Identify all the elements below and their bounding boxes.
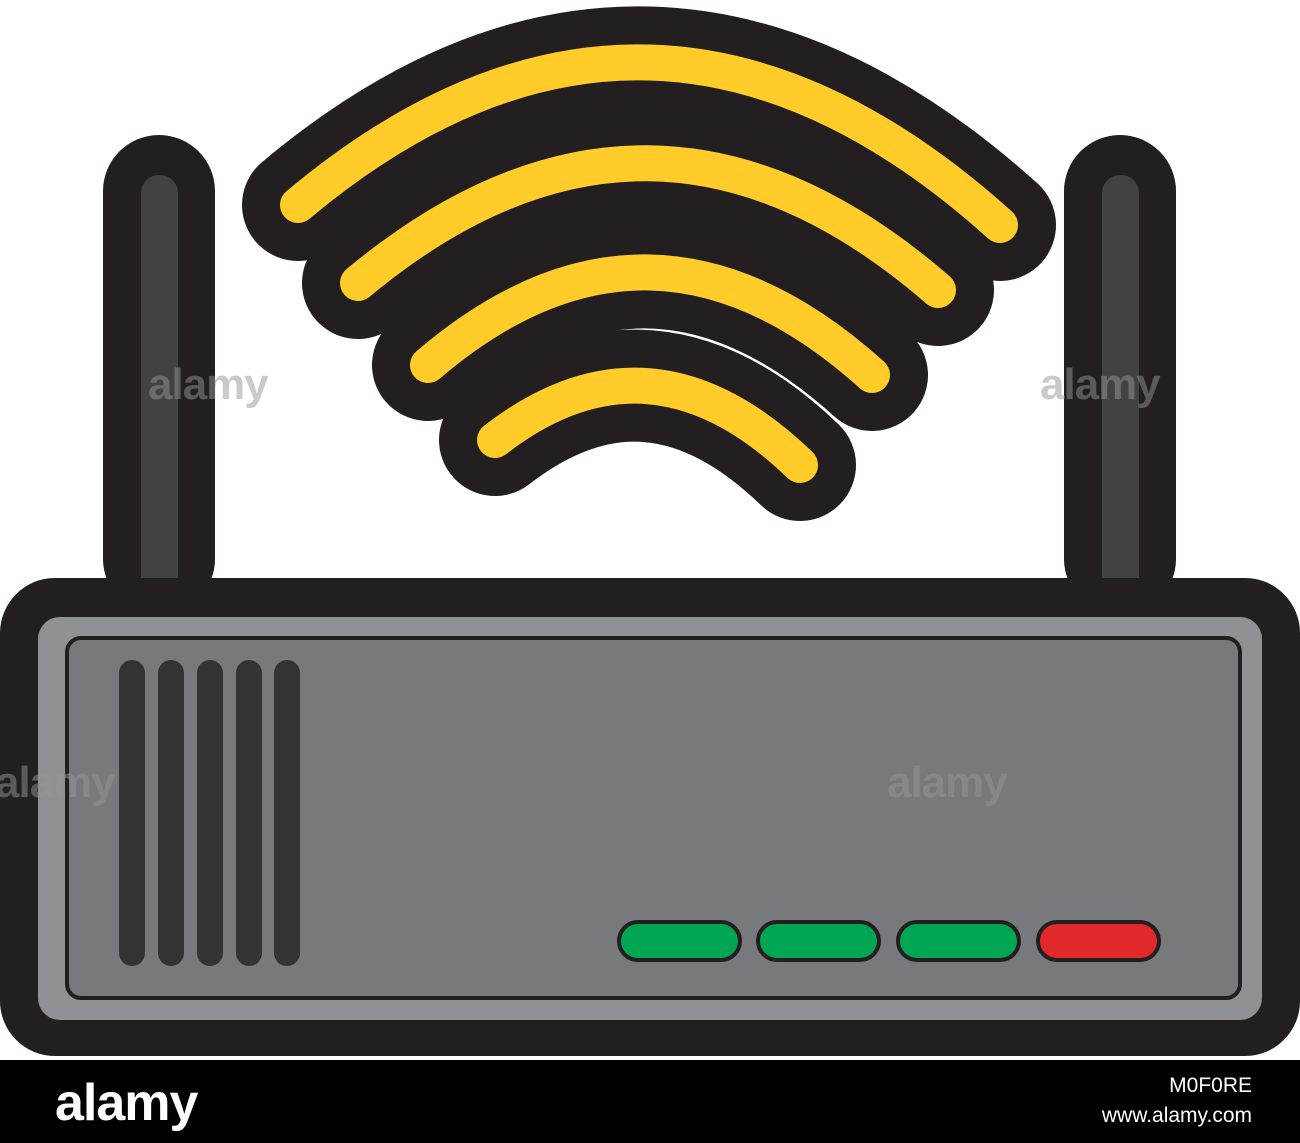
vent-slot xyxy=(158,660,184,966)
router-illustration xyxy=(0,6,1300,1056)
status-led-green xyxy=(756,920,881,962)
status-led-green xyxy=(896,920,1021,962)
site-url[interactable]: www.alamy.com xyxy=(1101,1104,1252,1127)
signal-arc-4 xyxy=(477,367,818,483)
image-id: M0F0RE xyxy=(1169,1074,1252,1097)
brand-logo: alamy xyxy=(55,1074,198,1132)
vent-grille xyxy=(119,660,300,966)
status-leds xyxy=(617,920,1161,962)
router-body xyxy=(0,578,1300,1056)
vent-slot xyxy=(197,660,223,966)
signal-arc-3 xyxy=(410,254,890,393)
signal-arc-2 xyxy=(340,145,956,308)
vent-slot xyxy=(274,660,300,966)
wifi-signal-icon xyxy=(242,6,1056,521)
status-led-red xyxy=(1036,920,1161,962)
vent-slot xyxy=(236,660,262,966)
signal-arc-1 xyxy=(280,44,1018,243)
footer-bar: alamy M0F0RE www.alamy.com xyxy=(0,1060,1300,1143)
status-led-green xyxy=(617,920,742,962)
left-antenna xyxy=(103,135,215,625)
right-antenna xyxy=(1064,135,1176,625)
vent-slot xyxy=(119,660,145,966)
